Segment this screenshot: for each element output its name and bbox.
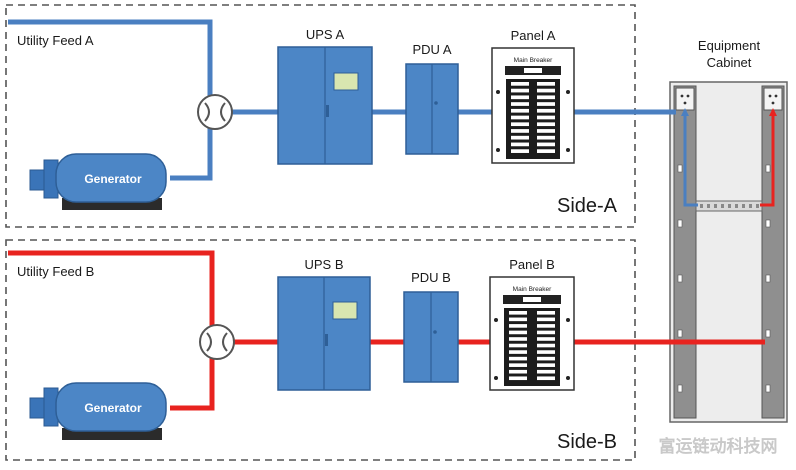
panel-b-breaker [537,324,555,328]
generator-b-label: Generator [84,401,142,415]
pdu-a-label: PDU A [412,42,451,57]
transfer-switch-a [197,94,233,130]
main-breaker-a-label: Main Breaker [514,57,553,64]
panel-a-breaker [511,129,529,133]
transfer-switch-b [199,324,235,360]
panel-a-breaker [537,108,555,113]
panel-a-breaker [511,102,529,106]
panel-a-breaker [511,88,529,93]
panel-a-breaker [537,149,555,153]
panel-a-breaker [511,108,529,113]
pdu-a [405,63,459,155]
panel-b-breaker [537,311,555,315]
panel-b-label: Panel B [509,257,555,272]
panel-b-breaker [509,369,527,374]
ups-a-label: UPS A [306,27,345,42]
panel-b-breaker [537,356,555,361]
panel-a-breaker [511,135,529,140]
panel-a-breaker [537,82,555,86]
panel-a-breaker [537,95,555,100]
panel-b-breaker [509,343,527,348]
panel-b-breaker [509,337,527,341]
panel-a-breaker [511,149,529,153]
panel-a-breaker [511,122,529,127]
panel-b-breaker [537,343,555,348]
cabinet-feed-b [760,110,775,207]
panel-b-breaker [509,350,527,354]
panel-b-breaker [537,337,555,341]
pdu-b-label: PDU B [411,270,451,285]
side-b-label: Side-B [557,431,617,453]
panel-b-breaker [537,376,555,381]
panel-b-breaker [537,369,555,374]
utility-feed-b-label: Utility Feed B [17,264,94,279]
ups-a [277,46,373,165]
outlet-a [675,87,695,111]
panel-b-breaker [509,330,527,335]
side-a-label: Side-A [557,195,618,217]
side-a-wires [8,19,676,181]
side-a-boundary [5,4,636,228]
panel-a-breaker [511,95,529,100]
panel-b-breaker [537,350,555,354]
panel-a-breaker [511,142,529,147]
panel-b-breaker [509,311,527,315]
panel-a-breaker [511,82,529,86]
ups-b [277,276,371,391]
panel-b [489,276,575,391]
equipment-cabinet [669,81,788,423]
main-breaker-b-label: Main Breaker [513,286,552,293]
panel-a-label: Panel A [511,28,556,43]
side-b-boundary [5,239,636,461]
generator-b [29,382,167,440]
generator-a [29,153,167,210]
panel-a-breaker [537,102,555,106]
panel-a [491,47,575,164]
panel-a-breaker [511,115,529,120]
panel-a-breaker [537,122,555,127]
panel-b-breaker [509,324,527,328]
ups-b-label: UPS B [304,257,343,272]
side-b-wires [8,250,765,411]
utility-feed-a-label: Utility Feed A [17,33,94,48]
panel-b-breaker [537,363,555,367]
watermark: 富运链动科技网 [659,436,778,456]
panel-b-breaker [537,330,555,335]
panel-b-breaker [537,317,555,322]
panel-b-breaker [509,317,527,322]
cabinet-label-line1: Equipment [698,38,761,53]
panel-a-breaker [537,88,555,93]
panel-a-breaker [537,129,555,133]
cabinet-feed-a [683,110,698,207]
panel-a-breaker [537,135,555,140]
generator-a-label: Generator [84,172,142,186]
pdu-b [403,291,459,383]
panel-a-breaker [537,115,555,120]
panel-b-breaker [509,356,527,361]
outlet-b [763,87,783,111]
cabinet-label-line2: Cabinet [707,55,752,70]
panel-b-breaker [509,376,527,381]
panel-a-breaker [537,142,555,147]
panel-b-breaker [509,363,527,367]
